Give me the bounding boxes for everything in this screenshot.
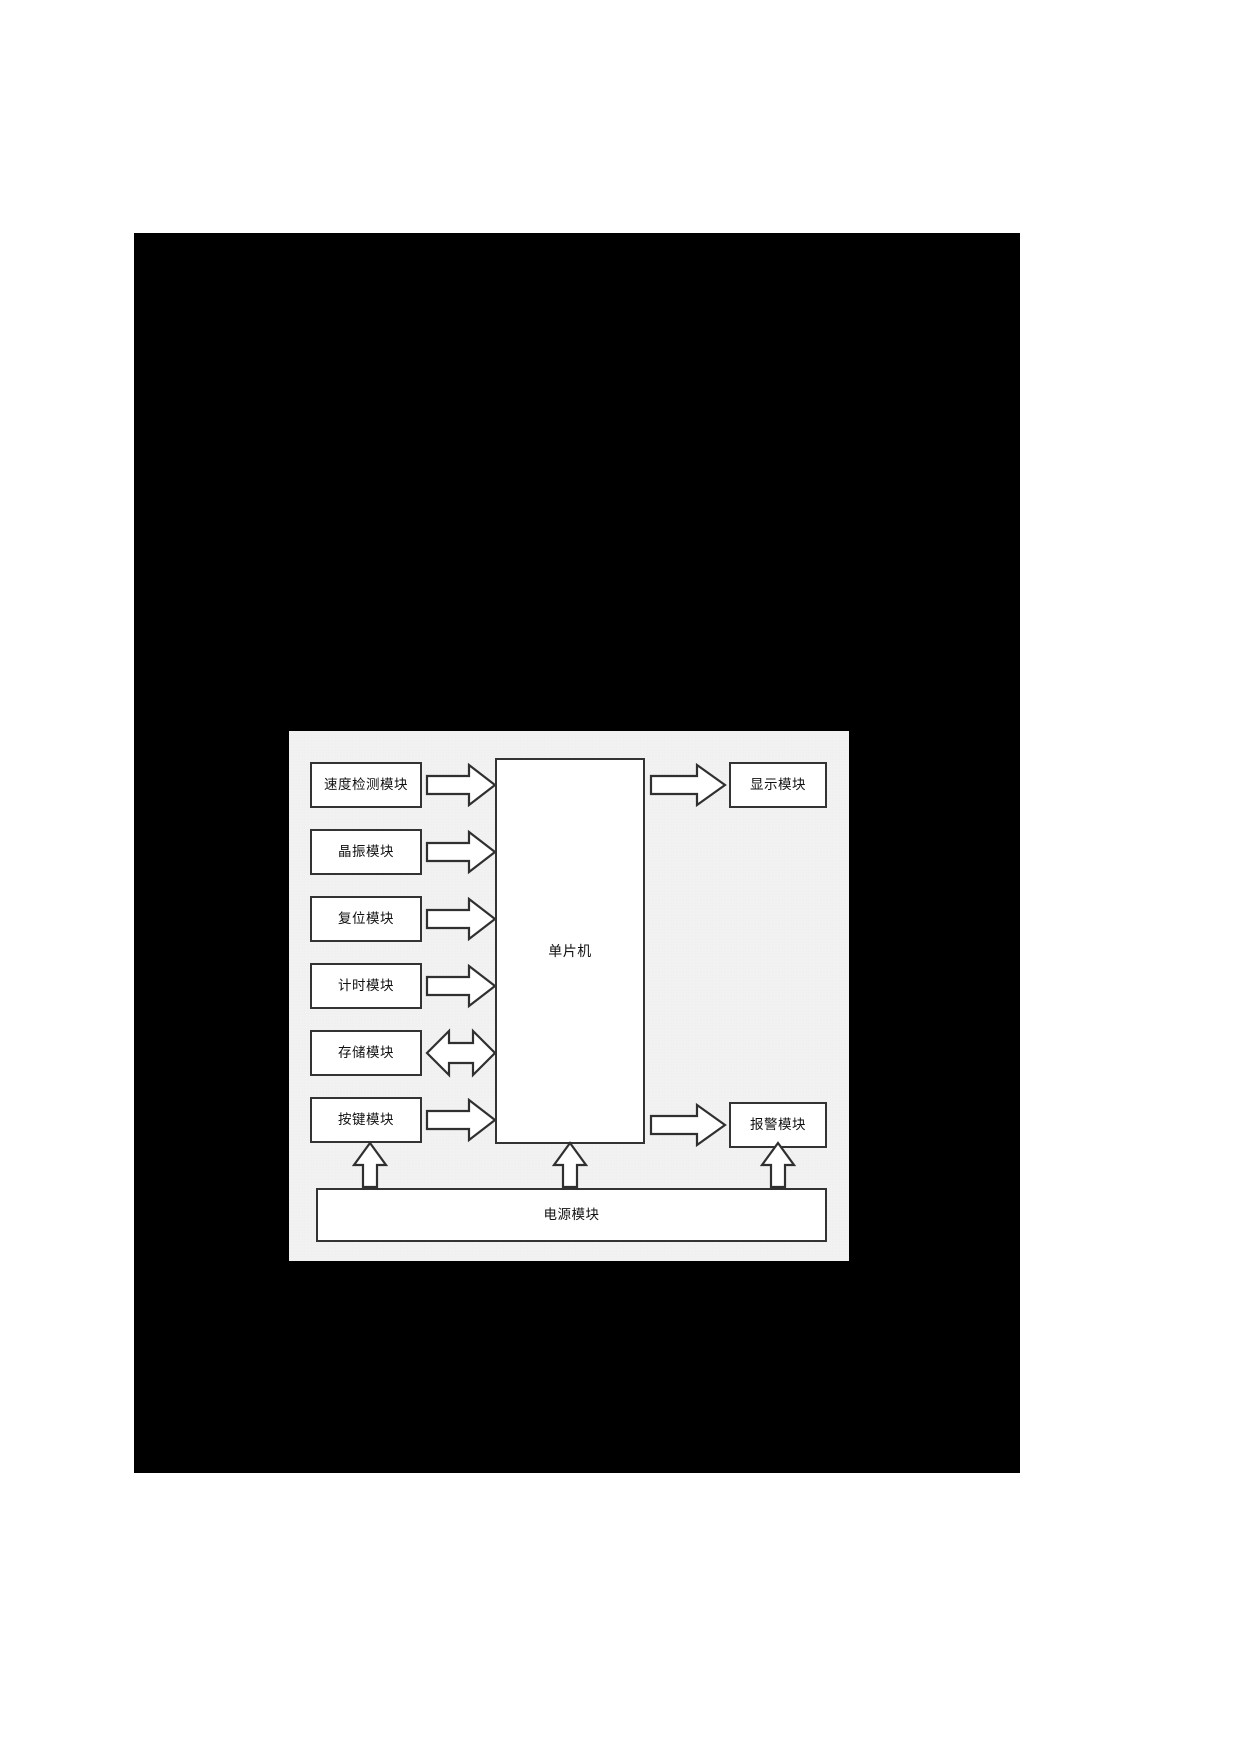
arrow-bidirectional-icon [425, 1026, 497, 1080]
diagram-inner: 速度检测模块 晶振模块 复位模块 计时模块 存储模块 按键模块 [289, 731, 849, 1261]
display-module-label: 显示模块 [750, 777, 806, 793]
speed-detection-module-label: 速度检测模块 [324, 777, 408, 793]
key-module-box[interactable]: 按键模块 [310, 1097, 422, 1143]
crystal-oscillator-module-label: 晶振模块 [338, 844, 394, 860]
reset-module-box[interactable]: 复位模块 [310, 896, 422, 942]
storage-module-label: 存储模块 [338, 1045, 394, 1061]
reset-module-label: 复位模块 [338, 911, 394, 927]
arrow-right-icon [425, 829, 497, 875]
arrow-right-icon [649, 1102, 727, 1148]
crystal-oscillator-module-box[interactable]: 晶振模块 [310, 829, 422, 875]
arrow-right-icon [425, 896, 497, 942]
key-module-label: 按键模块 [338, 1112, 394, 1128]
timing-module-box[interactable]: 计时模块 [310, 963, 422, 1009]
display-module-box[interactable]: 显示模块 [729, 762, 827, 808]
speed-detection-module-box[interactable]: 速度检测模块 [310, 762, 422, 808]
power-module-label: 电源模块 [543, 1207, 600, 1223]
alarm-module-box[interactable]: 报警模块 [729, 1102, 827, 1148]
mcu-label: 单片机 [548, 943, 592, 959]
arrow-right-icon [649, 762, 727, 808]
arrow-up-icon [760, 1141, 796, 1189]
arrow-right-icon [425, 963, 497, 1009]
mcu-block[interactable]: 单片机 [495, 758, 645, 1144]
storage-module-box[interactable]: 存储模块 [310, 1030, 422, 1076]
power-module-box[interactable]: 电源模块 [316, 1188, 827, 1242]
arrow-up-icon [552, 1141, 588, 1189]
arrow-right-icon [425, 1097, 497, 1143]
block-diagram-figure: 速度检测模块 晶振模块 复位模块 计时模块 存储模块 按键模块 [289, 731, 849, 1261]
arrow-up-icon [352, 1141, 388, 1189]
arrow-right-icon [425, 762, 497, 808]
timing-module-label: 计时模块 [338, 978, 394, 994]
alarm-module-label: 报警模块 [750, 1117, 806, 1133]
